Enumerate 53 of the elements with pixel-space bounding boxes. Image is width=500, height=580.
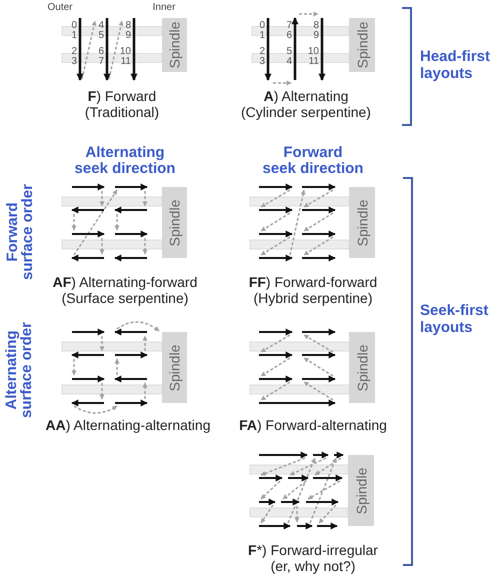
track-number: 5 xyxy=(98,31,104,41)
row-heading: Alternating surface order xyxy=(4,322,34,418)
spindle-block xyxy=(348,455,374,526)
track-number: 3 xyxy=(71,57,77,67)
track-number: 8 xyxy=(125,21,131,31)
layout-caption: A) Alternating (Cylinder serpentine) xyxy=(241,88,371,120)
track-number: 9 xyxy=(125,31,131,41)
spindle-label: Spindle xyxy=(354,344,370,391)
track-number: 10 xyxy=(120,47,131,57)
track-number: 11 xyxy=(308,57,319,67)
track-number: 2 xyxy=(71,47,77,57)
track-number: 6 xyxy=(98,47,104,57)
track-number: 0 xyxy=(71,21,77,31)
group-heading: Head-first layouts xyxy=(420,48,490,82)
group-heading: Seek-first layouts xyxy=(420,302,488,336)
track-number: 11 xyxy=(120,57,131,67)
track-number: 1 xyxy=(71,31,77,41)
layout-caption: FA) Forward-alternating xyxy=(239,417,387,433)
spindle-block xyxy=(162,18,187,72)
spindle-label: Spindle xyxy=(166,22,182,68)
spindle-block xyxy=(349,187,375,258)
track-number: 7 xyxy=(98,57,104,67)
track-number: 2 xyxy=(259,47,265,57)
spindle-label: Spindle xyxy=(166,199,182,246)
radius-label: Inner xyxy=(152,2,176,14)
track-number: 1 xyxy=(259,31,265,41)
row-heading: Forward surface order xyxy=(5,184,35,280)
spindle-label: Spindle xyxy=(166,344,182,391)
column-heading: Alternating seek direction xyxy=(74,145,176,177)
layout-caption: AF) Alternating-forward (Surface serpentine) xyxy=(52,274,198,306)
track-number: 5 xyxy=(286,47,292,57)
layout-caption: F) Forward (Traditional) xyxy=(84,88,160,120)
spindle-block xyxy=(162,332,187,403)
track-number: 4 xyxy=(98,21,104,31)
layout-caption: F*) Forward-irregular (er, why not?) xyxy=(248,542,378,574)
layout-caption: AA) Alternating-alternating xyxy=(46,417,210,433)
track-number: 7 xyxy=(286,21,292,31)
column-heading: Forward seek direction xyxy=(262,145,364,177)
spindle-label: Spindle xyxy=(354,22,370,68)
track-number: 6 xyxy=(286,31,292,41)
radius-label: Outer xyxy=(48,2,72,14)
track-number: 0 xyxy=(259,21,265,31)
layout-caption: FF) Forward-forward (Hybrid serpentine) xyxy=(248,274,378,306)
spindle-label: Spindle xyxy=(354,199,370,246)
spindle-block xyxy=(162,187,187,258)
spindle-label: Spindle xyxy=(353,467,369,514)
spindle-block xyxy=(349,332,375,403)
track-number: 3 xyxy=(259,57,265,67)
track-number: 4 xyxy=(286,57,292,67)
track-number: 9 xyxy=(313,31,319,41)
track-number: 10 xyxy=(308,47,319,57)
spindle-block xyxy=(349,18,375,72)
track-number: 8 xyxy=(313,21,319,31)
